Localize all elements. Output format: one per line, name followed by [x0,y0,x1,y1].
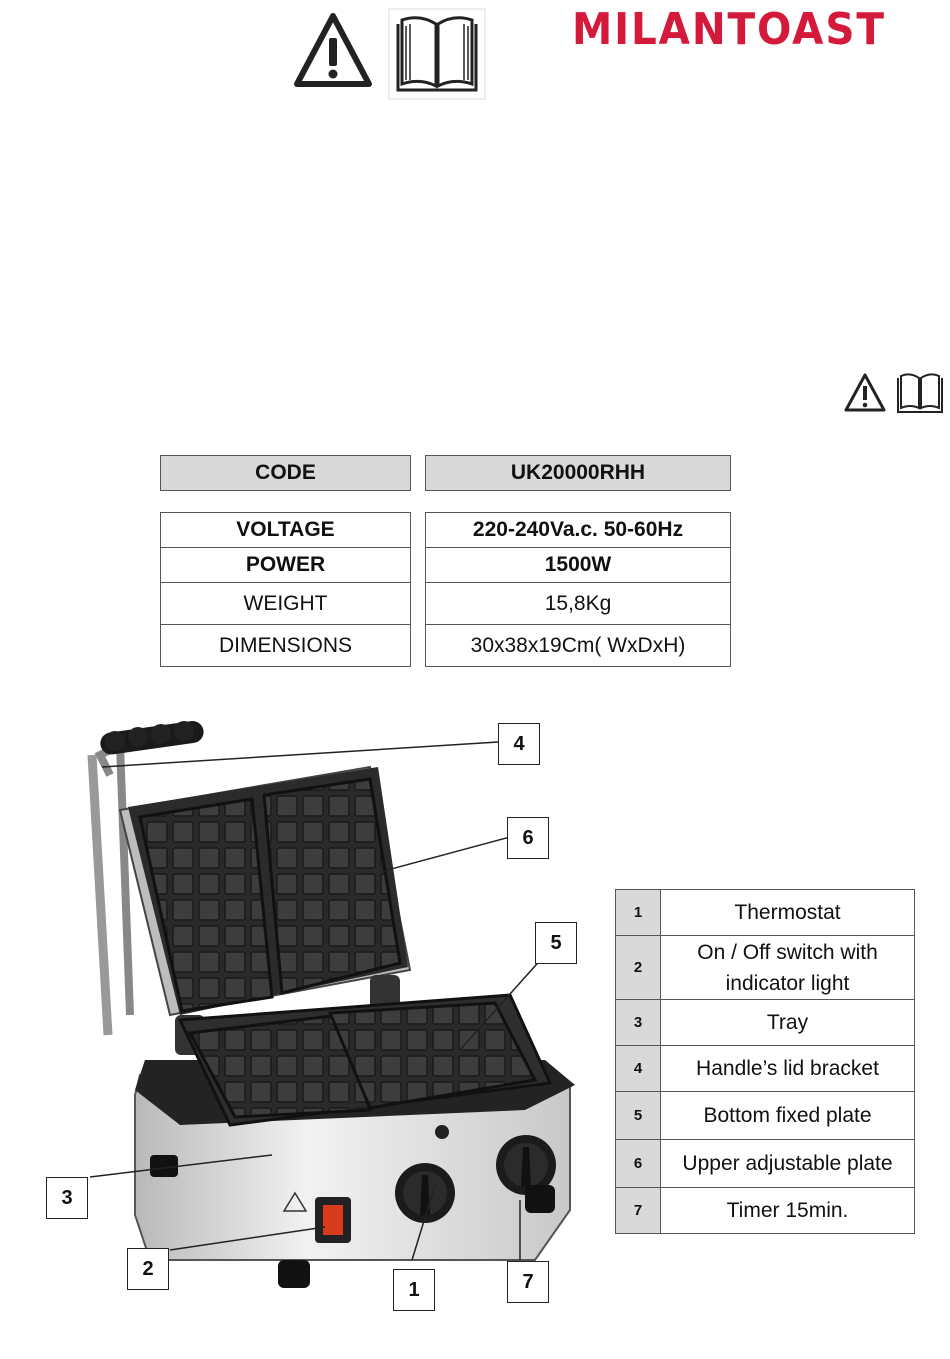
callout-6: 6 [507,817,549,859]
callout-3: 3 [46,1177,88,1219]
part-name: Handle’s lid bracket [661,1046,915,1092]
part-name: Bottom fixed plate [661,1092,915,1140]
open-book-icon [894,370,946,416]
part-number: 7 [616,1188,661,1234]
warning-triangle-icon [292,10,374,94]
callout-4: 4 [498,723,540,765]
spec-value-weight: 15,8Kg [426,583,731,625]
part-number: 4 [616,1046,661,1092]
callout-5: 5 [535,922,577,964]
spec-value-dimensions: 30x38x19Cm( WxDxH) [426,625,731,667]
code-value: UK20000RHH [426,456,731,491]
part-number: 1 [616,890,661,936]
spec-label-power: POWER [161,548,411,583]
part-name: Upper adjustable plate [661,1140,915,1188]
handle-grip [99,720,205,756]
spec-label-voltage: VOLTAGE [161,513,411,548]
waffle-maker-illustration [40,715,600,1325]
code-label: CODE [161,456,411,491]
brand-name: MILANTOAST [572,2,903,58]
part-name: On / Off switch with indicator light [661,936,915,1000]
spec-labels-table: VOLTAGE POWER WEIGHT DIMENSIONS [160,512,411,667]
callout-7: 7 [507,1261,549,1303]
part-number: 5 [616,1092,661,1140]
code-value-table: UK20000RHH [425,455,731,491]
part-number: 2 [616,936,661,1000]
warning-triangle-icon [843,372,887,414]
part-name: Tray [661,1000,915,1046]
parts-legend-table: 1 Thermostat 2 On / Off switch with indi… [615,889,915,1234]
part-name: Thermostat [661,890,915,936]
code-label-table: CODE [160,455,411,491]
part-name: Timer 15min. [661,1188,915,1234]
brand-logo: MILANTOAST [572,2,932,58]
open-book-icon [388,8,486,100]
thermostat-knob [395,1163,455,1223]
spec-label-dimensions: DIMENSIONS [161,625,411,667]
part-number: 6 [616,1140,661,1188]
callout-1: 1 [393,1269,435,1311]
spec-value-voltage: 220-240Va.c. 50-60Hz [426,513,731,548]
callout-2: 2 [127,1248,169,1290]
on-off-switch [315,1197,351,1243]
spec-label-weight: WEIGHT [161,583,411,625]
spec-values-table: 220-240Va.c. 50-60Hz 1500W 15,8Kg 30x38x… [425,512,731,667]
part-number: 3 [616,1000,661,1046]
spec-value-power: 1500W [426,548,731,583]
